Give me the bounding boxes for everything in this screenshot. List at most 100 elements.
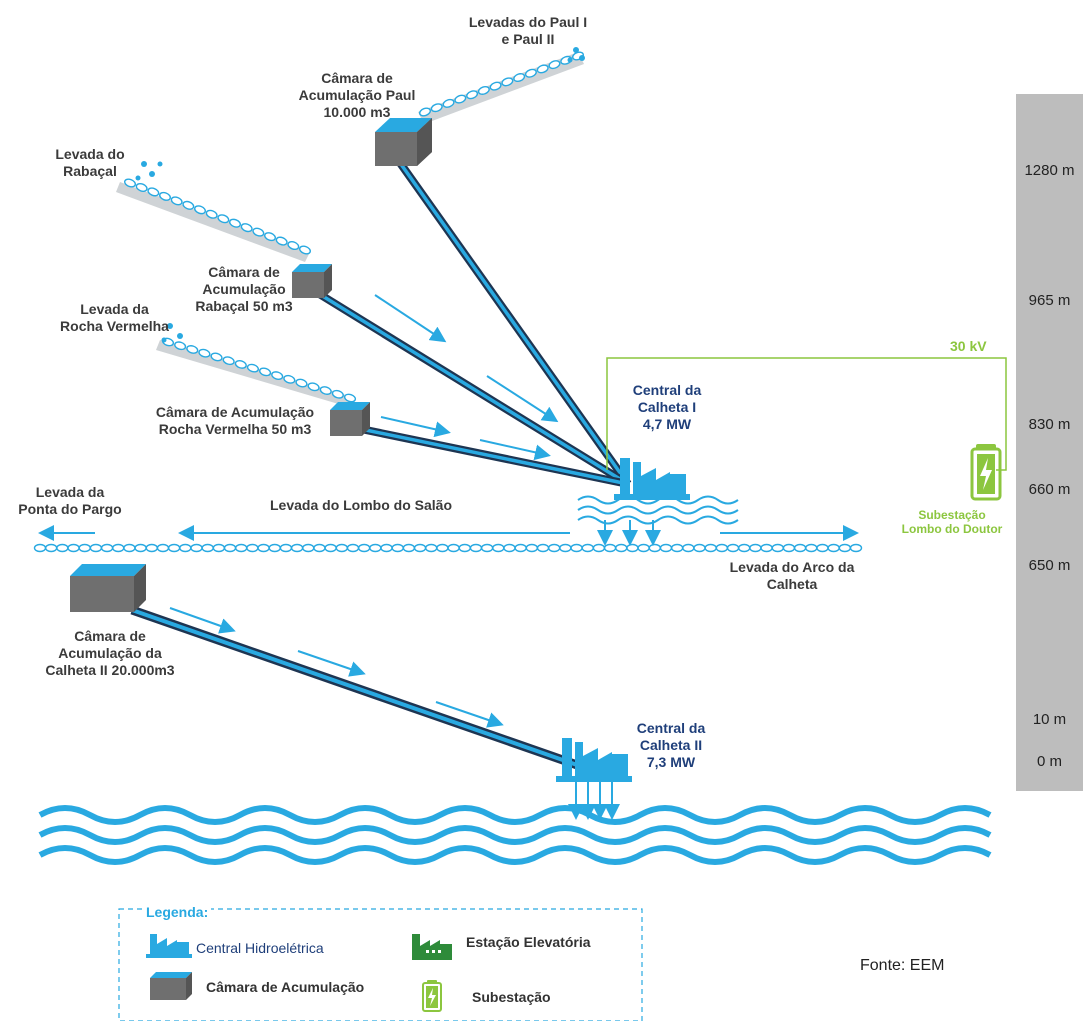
canal-bubble: [217, 214, 230, 224]
canal-bubble: [343, 393, 357, 403]
canal-bubble: [391, 543, 404, 553]
canal-bubble: [89, 543, 103, 553]
substation-icon: [970, 444, 1002, 501]
levada-rocha-canal: [156, 337, 357, 408]
canal-bubble: [477, 85, 490, 95]
canal-bubble: [290, 543, 304, 553]
canal-bubble: [190, 543, 203, 553]
canal-bubble: [194, 205, 206, 215]
label-levada-rabacal: Levada do Rabaçal: [55, 146, 125, 179]
label-camara-rabacal: Câmara de Acumulação Rabaçal 50 m3: [195, 264, 293, 314]
altitude-1280: 1280 m: [1024, 162, 1075, 179]
altitude-830: 830 m: [1028, 416, 1071, 433]
canal-bubble: [413, 543, 427, 553]
canal-bubble: [307, 382, 320, 392]
canal-bubble: [67, 543, 80, 553]
canal-bubble: [805, 543, 818, 553]
canal-bubble: [324, 543, 337, 553]
canal-bubble: [503, 543, 516, 553]
canal-bubble: [570, 543, 583, 553]
canal-bubble: [514, 543, 527, 553]
canal-bubble: [259, 367, 272, 377]
canal-bubble: [186, 345, 199, 354]
canal-bubble: [430, 103, 443, 113]
canal-bubble: [147, 187, 160, 197]
substation-icon: [422, 980, 442, 1012]
canal-bubble: [659, 543, 673, 553]
canal-bubble: [174, 341, 187, 351]
canal-bubble: [670, 543, 684, 553]
hydro-plant-icon: [556, 738, 632, 782]
canal-bubble: [112, 543, 125, 553]
canal-bubble: [501, 77, 514, 87]
canal-bubble: [454, 94, 467, 104]
canal-bubbles: [418, 51, 585, 117]
canal-bubble: [827, 543, 840, 553]
canal-bubble: [205, 209, 218, 219]
canal-bubble: [469, 543, 483, 553]
storage-chamber-calheta-2: [70, 564, 146, 612]
canal-bubble: [548, 60, 561, 70]
label-subestacao: Subestação Lombo do Doutor: [901, 508, 1003, 536]
canal-bubble: [704, 543, 717, 553]
legend-chamber: Câmara de Acumulação: [206, 979, 365, 995]
canal-bubble: [145, 543, 158, 553]
canal-bubble: [466, 90, 479, 100]
canal-bubble: [257, 543, 270, 553]
levada-paul-canal: [418, 51, 585, 124]
label-camara-rocha: Câmara de Acumulação Rocha Vermelha 50 m…: [155, 404, 315, 437]
canal-bubble: [56, 543, 69, 553]
label-30kv: 30 kV: [950, 338, 987, 354]
legend-substation: Subestação: [472, 989, 551, 1005]
canal-bubble: [425, 543, 438, 553]
canal-bubble: [331, 389, 344, 399]
canal-bubble: [592, 543, 606, 553]
canal-bubble: [287, 241, 300, 251]
canal-bubble: [44, 543, 58, 553]
canal-bubble: [271, 371, 284, 381]
canal-bubble: [246, 363, 259, 373]
canal-bubble: [246, 543, 259, 553]
canal-bubble: [167, 543, 181, 553]
canal-bubble: [268, 543, 281, 553]
canal-bubble: [198, 348, 211, 358]
canal-bubble: [626, 543, 639, 553]
canal-bubble: [458, 543, 471, 553]
canal-bubble: [264, 232, 276, 242]
storage-chamber-paul: [375, 118, 432, 166]
hydro-plant-icon: [146, 934, 192, 958]
label-levada-arco: Levada do Arco da Calheta: [729, 559, 855, 592]
legend-title: Legenda:: [143, 904, 212, 920]
canal-bubble: [369, 543, 382, 553]
canal-bubble: [793, 543, 807, 553]
storage-chamber-rabacal: [292, 264, 332, 298]
canal-bubble: [693, 543, 706, 553]
canal-bubble: [33, 543, 47, 553]
canal-bubble: [279, 543, 293, 553]
canal-bubble: [581, 543, 594, 553]
canal-bubble: [749, 543, 762, 553]
canal-bubble: [849, 543, 863, 553]
canal-bubble: [123, 543, 136, 553]
levada-lombo-salao-canal: [33, 543, 863, 553]
canal-bubble: [78, 543, 91, 553]
label-central-calheta-1: Central da Calheta I 4,7 MW: [632, 382, 702, 432]
label-camara-calheta-2: Câmara de Acumulação da Calheta II 20.00…: [45, 628, 175, 678]
canal-bubble: [319, 386, 332, 395]
label-levada-lombo: Levada do Lombo do Salão: [270, 497, 453, 513]
canal-bubble: [240, 223, 253, 233]
canal-bubble: [536, 64, 549, 74]
canal-bubble: [442, 98, 455, 108]
canal-bubble: [418, 107, 432, 117]
levada-rabacal-canal: [116, 178, 311, 262]
power-line-30kv: [606, 357, 1007, 471]
hydro-plant-icon: [614, 458, 690, 500]
canal-bubble: [223, 543, 237, 553]
canal-bubble: [182, 200, 195, 210]
label-levada-ponta: Levada da Ponta do Pargo: [18, 484, 122, 517]
canal-bubble: [525, 543, 539, 553]
canal-bubble: [760, 543, 773, 553]
canal-bubble: [536, 543, 550, 553]
altitude-scale-bar: [1016, 94, 1083, 791]
